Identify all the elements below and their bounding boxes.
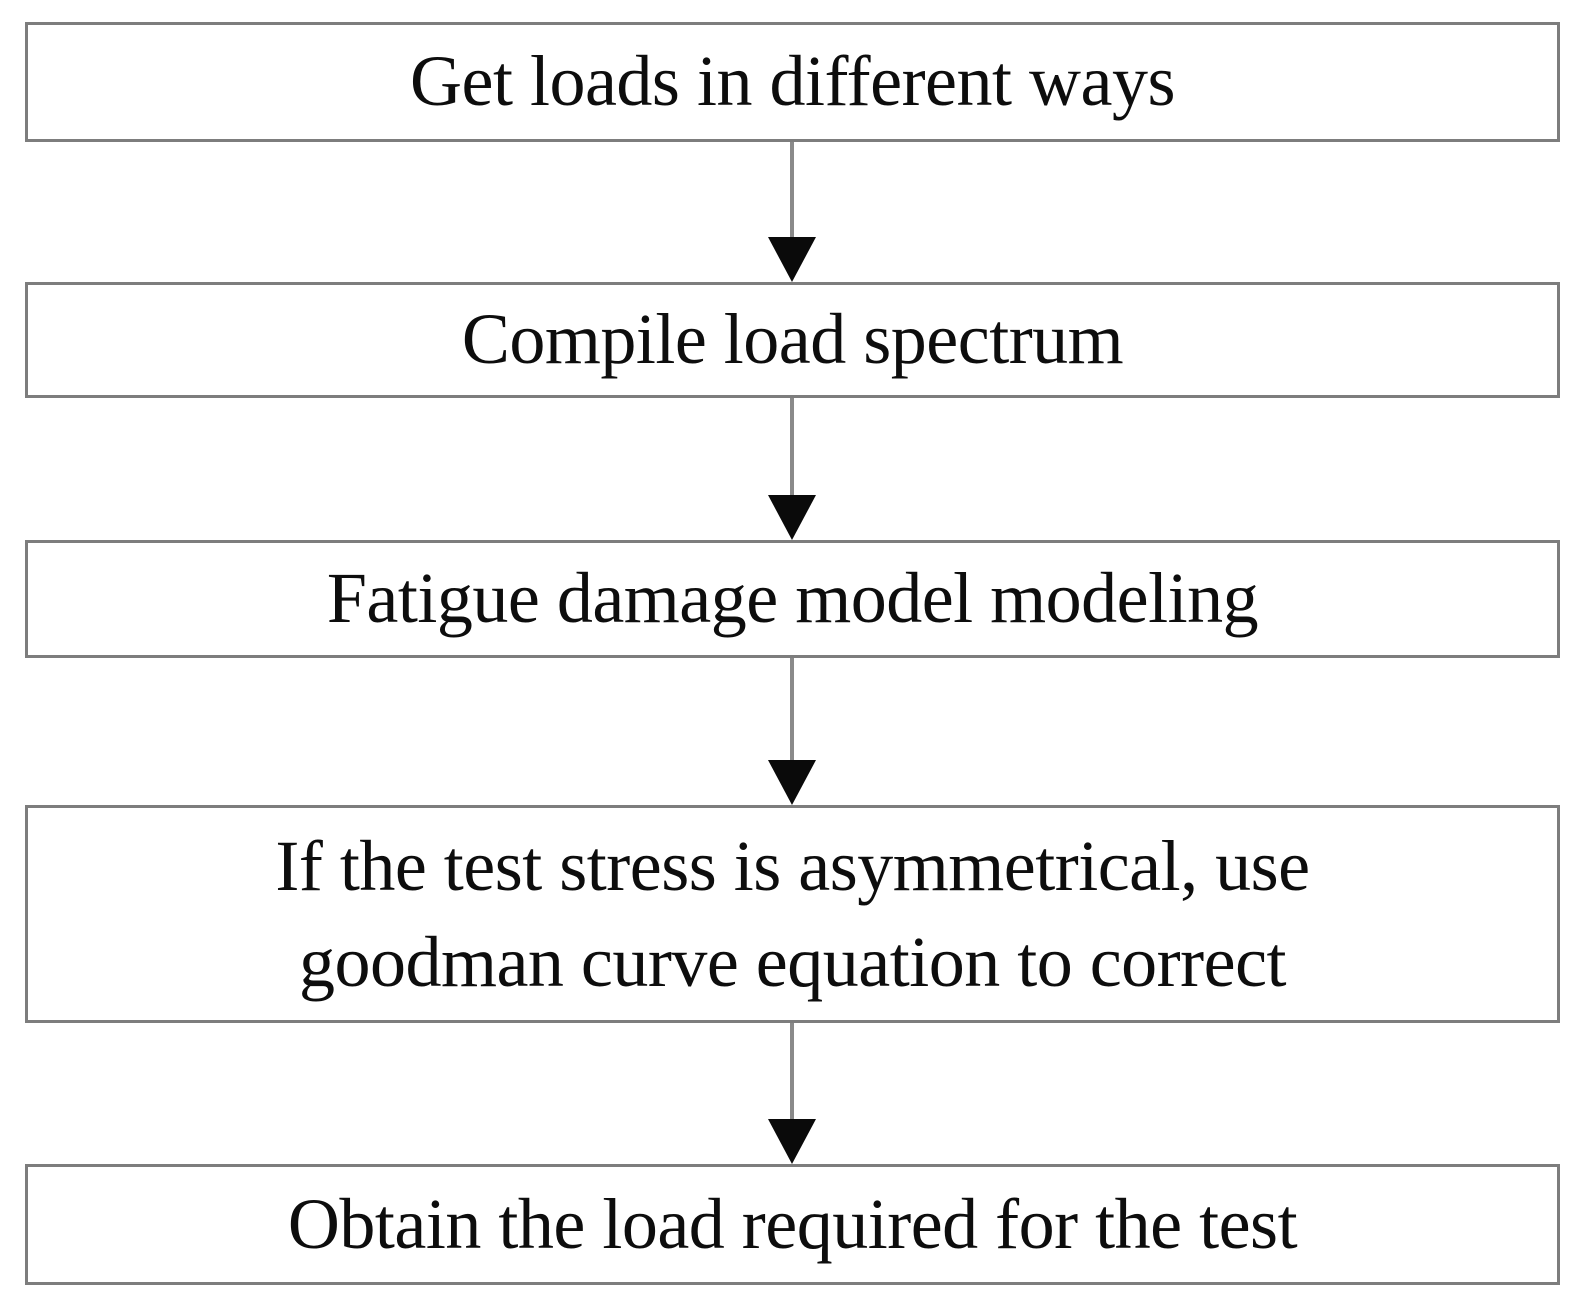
connector-node3-to-node4 xyxy=(764,658,820,805)
flowchart-node-compile-load-spectrum: Compile load spectrum xyxy=(25,282,1560,398)
connector-line xyxy=(790,142,794,239)
node-label: If the test stress is asymmetrical, use … xyxy=(275,825,1310,1002)
connector-node1-to-node2 xyxy=(764,142,820,282)
node-label: Get loads in different ways xyxy=(410,41,1175,122)
connector-node2-to-node3 xyxy=(764,398,820,540)
flowchart-node-goodman-correction: If the test stress is asymmetrical, use … xyxy=(25,805,1560,1023)
node-label: Obtain the load required for the test xyxy=(287,1183,1298,1264)
connector-line xyxy=(790,398,794,497)
node-label: Compile load spectrum xyxy=(461,299,1124,380)
arrowhead-down-icon xyxy=(768,760,816,805)
arrowhead-down-icon xyxy=(768,495,816,540)
arrowhead-down-icon xyxy=(768,1119,816,1164)
flowchart-node-fatigue-damage-model: Fatigue damage model modeling xyxy=(25,540,1560,658)
arrowhead-down-icon xyxy=(768,237,816,282)
flowchart-node-get-loads: Get loads in different ways xyxy=(25,22,1560,142)
flowchart-node-obtain-load: Obtain the load required for the test xyxy=(25,1164,1560,1285)
connector-node4-to-node5 xyxy=(764,1023,820,1164)
node-label: Fatigue damage model modeling xyxy=(326,558,1259,639)
connector-line xyxy=(790,1023,794,1121)
connector-line xyxy=(790,658,794,762)
